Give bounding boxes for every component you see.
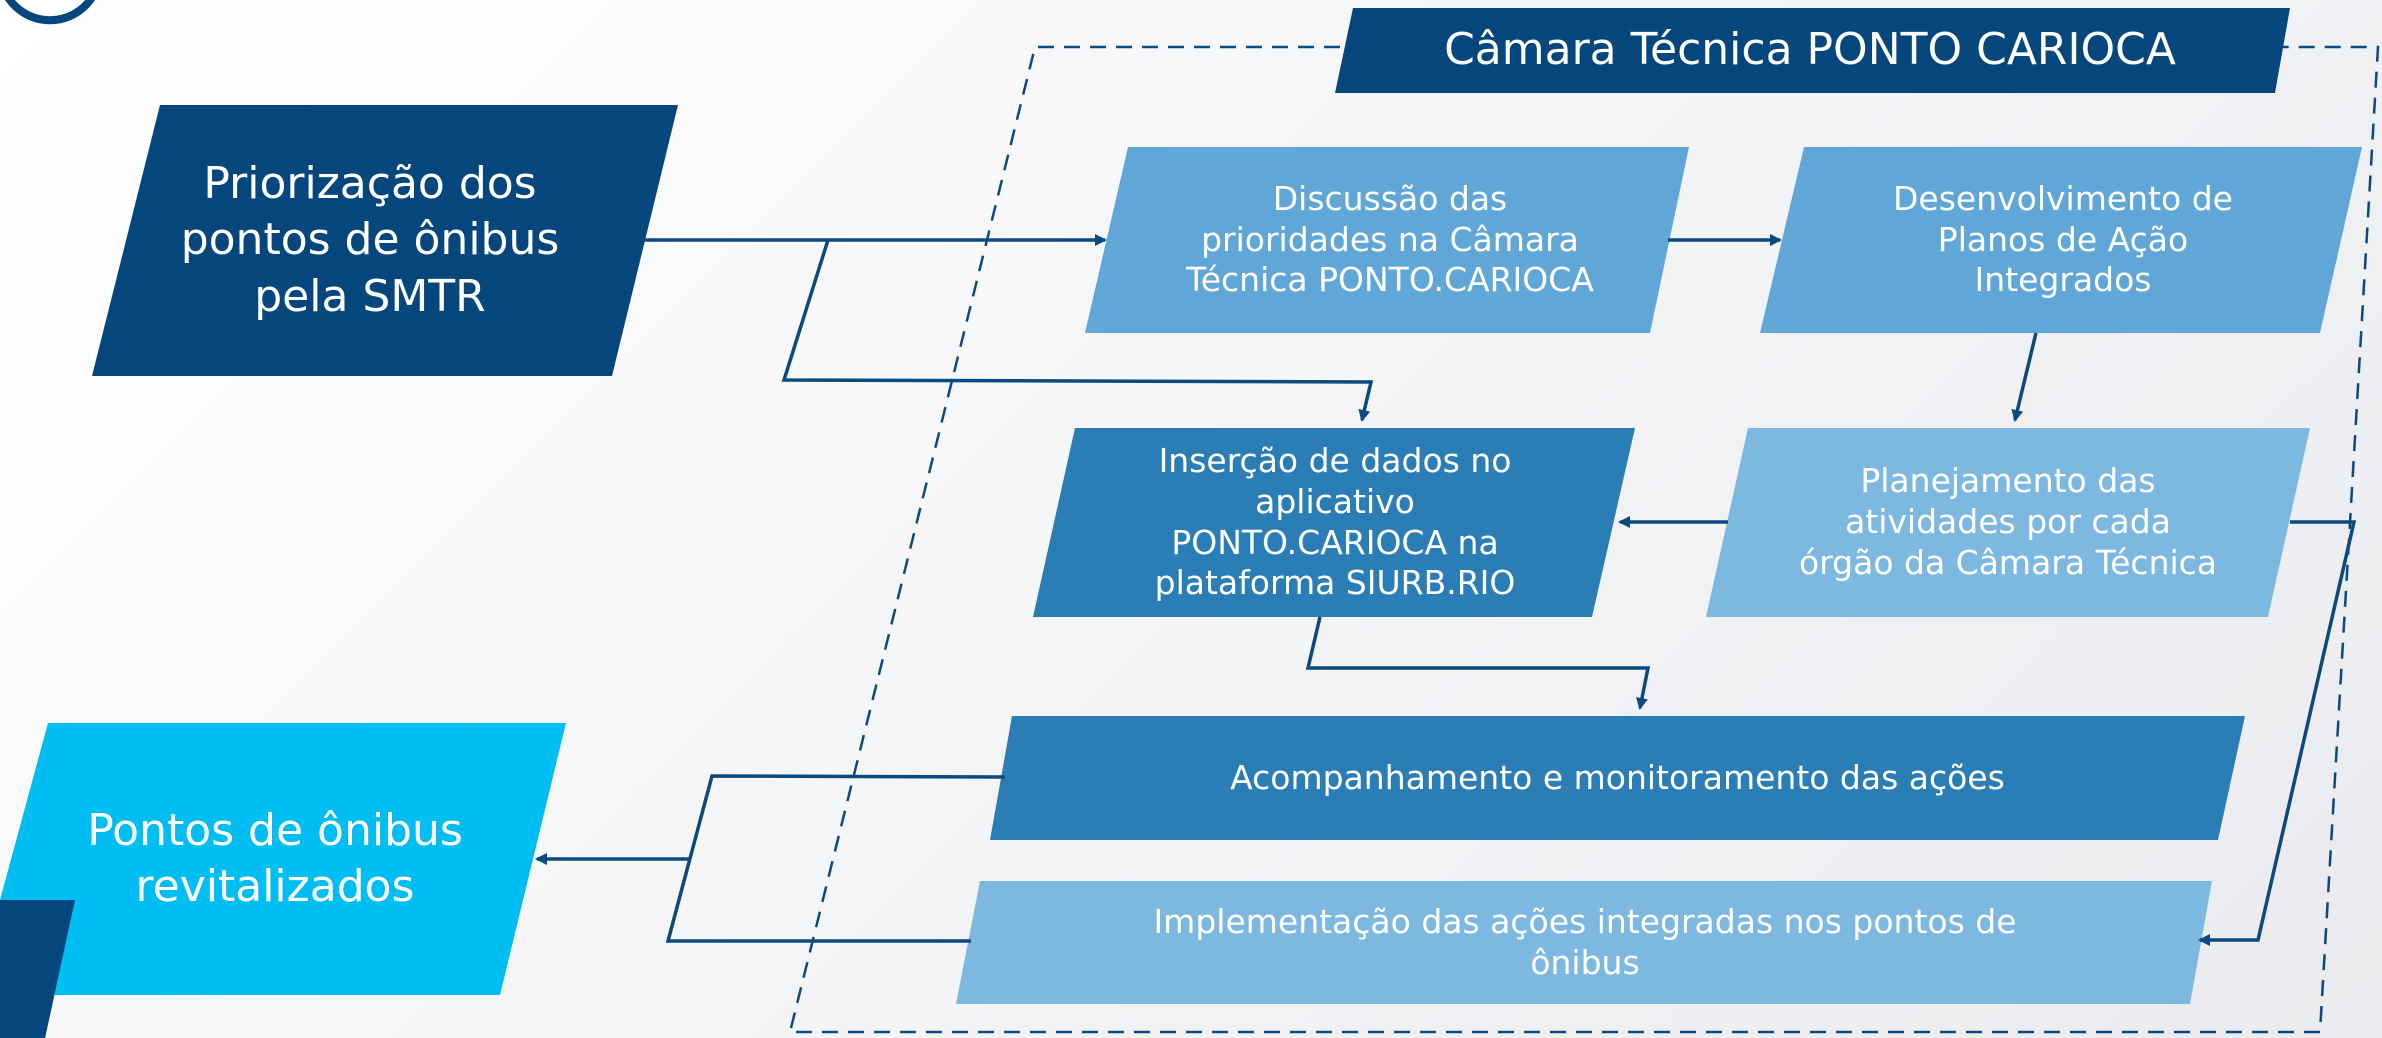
connector-data-entry-to-monitoring	[1305, 616, 1651, 710]
node-monitoring-shape	[990, 716, 2245, 840]
node-implementation: Implementação das ações integradas nos p…	[1153, 901, 2017, 982]
node-revitalized-shape	[0, 723, 566, 995]
connector-prioritization-to-data-entry	[781, 239, 1374, 422]
node-revitalized: Pontos de ônibus revitalizados	[87, 804, 463, 912]
node-data-entry-shape	[1033, 428, 1635, 617]
node-discussion-shape	[1085, 147, 1689, 333]
corner-block-overlay	[0, 900, 75, 1038]
node-discussion: Discussão das prioridades na Câmara Técn…	[1186, 178, 1594, 300]
title-banner-label: Câmara Técnica PONTO CARIOCA	[1444, 24, 2176, 76]
node-data-entry: Inserção de dados no aplicativo PONTO.CA…	[1154, 440, 1516, 603]
connector-monitoring-implementation-to-revitalized	[537, 774, 1006, 943]
node-prioritization: Priorização dos pontos de ônibus pela SM…	[180, 158, 560, 322]
title-banner	[1335, 8, 2290, 93]
connector-development-to-planning	[2011, 332, 2038, 422]
connector-planning-to-implementation	[2198, 520, 2357, 946]
node-planning-shape	[1706, 428, 2310, 617]
node-implementation-shape	[956, 881, 2212, 1004]
camara-tecnica-group-border	[788, 45, 2380, 1034]
node-planning: Planejamento das atividades por cada órg…	[1798, 461, 2218, 582]
node-development-shape	[1760, 147, 2362, 333]
corner-arc-decoration	[5, 0, 95, 25]
node-monitoring: Acompanhamento e monitoramento das ações	[1230, 757, 2005, 797]
node-development: Desenvolvimento de Planos de Ação Integr…	[1893, 178, 2233, 300]
node-prioritization-shape	[92, 105, 678, 376]
